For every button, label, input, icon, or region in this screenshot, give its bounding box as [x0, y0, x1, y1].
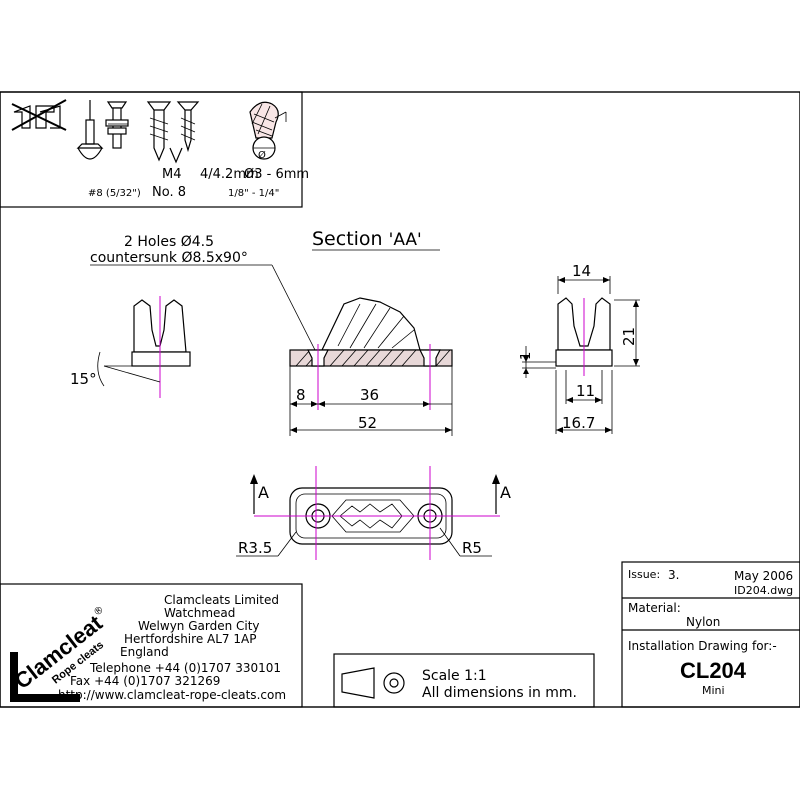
company-box: [0, 583, 303, 708]
company-address-2: Welwyn Garden City: [138, 619, 260, 633]
dim-21: 21: [620, 327, 638, 346]
countersunk-screw-icon: [176, 101, 200, 153]
projection-symbol-inner-circle: [389, 678, 399, 688]
section-mark-a-left: A: [258, 483, 269, 502]
m4-label: M4: [162, 167, 182, 182]
dim-14: 14: [572, 262, 591, 280]
company-address-4: England: [120, 645, 169, 659]
company-address-3: Hertfordshire AL7 1AP: [124, 632, 256, 646]
scale-label: Scale 1:1: [422, 668, 487, 684]
rope-size-label: Ø3 - 6mm: [244, 167, 309, 182]
units-label: All dimensions in mm.: [422, 685, 577, 701]
rope-imperial-label: 1/8" - 1/4": [228, 188, 279, 199]
company-address-1: Watchmead: [164, 606, 235, 620]
screw-size-label: 4/4.2mm: [200, 167, 259, 182]
rope-diameter-symbol: Ø: [258, 149, 266, 161]
company-phone: Telephone +44 (0)1707 330101: [89, 661, 281, 675]
screw-imperial-label: No. 8: [152, 185, 186, 200]
rope-icon: Ø: [249, 101, 287, 161]
dim-52: 52: [358, 414, 377, 432]
plan-view: A A R3.5 R5: [236, 466, 511, 560]
section-title: Section 'AA': [312, 228, 422, 250]
installation-label: Installation Drawing for:-: [628, 639, 777, 653]
company-fax: Fax +44 (0)1707 321269: [70, 674, 220, 688]
no-clamp-icon: [11, 99, 67, 131]
rivet-icon: [76, 100, 104, 160]
dim-36: 36: [360, 386, 379, 404]
issue-date: May 2006: [734, 569, 793, 583]
wood-screw-icon: [146, 101, 183, 164]
radius-r5: R5: [462, 539, 482, 557]
hardware-box: [0, 91, 303, 208]
issue-label: Issue:: [628, 568, 660, 581]
holes-note-line2: countersunk Ø8.5x90°: [90, 250, 248, 266]
section-base-hatch: [289, 349, 453, 367]
hardware-panel: Ø M4 4/4.2mm Ø3 - 6mm #8 (5/32") No. 8 1…: [0, 91, 309, 208]
holes-note-leader: [271, 264, 317, 353]
dim-1: 1: [519, 352, 534, 360]
projection-symbol-outer-circle: [383, 672, 405, 694]
m4-imperial-label: #8 (5/32"): [88, 188, 141, 199]
product-code: CL204: [680, 658, 747, 683]
title-block: Issue: 3. May 2006 ID204.dwg Material: N…: [621, 561, 800, 708]
title-block-box: [621, 561, 800, 708]
issue-value: 3.: [668, 568, 679, 582]
company-website-link[interactable]: http://www.clamcleat-rope-cleats.com: [58, 688, 286, 702]
section-view: 8 36 52: [289, 297, 453, 436]
drawing-file: ID204.dwg: [734, 584, 793, 597]
dim-8: 8: [296, 386, 306, 404]
bolt-icon: [105, 101, 129, 149]
company-panel: Clamcleat ® Rope cleats Clamcleats Limit…: [0, 583, 303, 708]
end-view-left: 15°: [70, 296, 191, 398]
holes-note-line1: 2 Holes Ø4.5: [124, 234, 214, 250]
company-name: Clamcleats Limited: [164, 593, 279, 607]
projection-symbol-cone: [341, 667, 375, 699]
scale-panel: Scale 1:1 All dimensions in mm.: [333, 653, 595, 708]
radius-r3-5: R3.5: [238, 539, 272, 557]
material-value: Nylon: [686, 615, 720, 629]
dim-11: 11: [576, 382, 595, 400]
material-label: Material:: [628, 601, 681, 615]
product-variant: Mini: [702, 684, 725, 697]
section-mark-a-right: A: [500, 483, 511, 502]
dim-16-7: 16.7: [562, 414, 595, 432]
end-view-right: 14 21 1 11 16.7: [519, 262, 640, 434]
company-website[interactable]: http://www.clamcleat-rope-cleats.com: [58, 688, 286, 702]
angle-15-label: 15°: [70, 370, 97, 388]
scale-box: [333, 653, 595, 708]
